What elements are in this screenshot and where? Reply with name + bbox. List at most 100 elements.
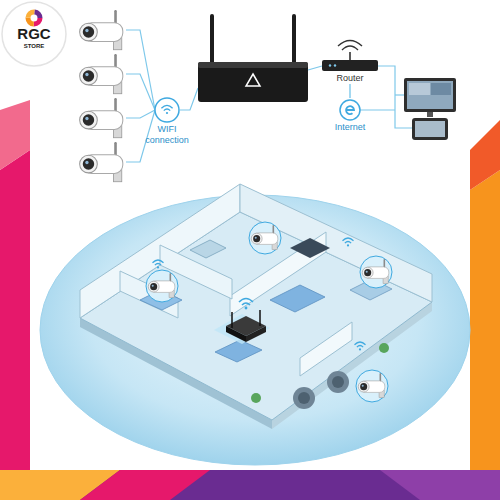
store-logo-part <box>28 12 40 24</box>
monitor-and-tablet-part <box>431 83 451 95</box>
background-bands-part <box>470 170 500 470</box>
network-wires-part <box>395 94 404 95</box>
house-illustration-part <box>251 393 261 403</box>
monitor-and-tablet-part <box>415 121 445 137</box>
house-illustration <box>40 184 470 465</box>
internet-icon <box>340 100 360 120</box>
house-illustration-part <box>246 326 266 342</box>
camera-column <box>80 11 123 181</box>
house-illustration-part <box>226 326 246 342</box>
monitor-and-tablet <box>404 78 456 140</box>
background-bands-part <box>0 100 30 170</box>
router-node: Router <box>336 40 363 84</box>
house-illustration-part <box>190 240 226 258</box>
router-icon-part <box>338 41 362 47</box>
router-icon <box>322 41 378 72</box>
house-illustration-part <box>290 238 330 258</box>
node-sublabel: STORE <box>17 42 50 50</box>
node-label: RGC <box>17 26 50 42</box>
house-illustration-part <box>148 274 175 298</box>
house-illustration-part <box>153 260 164 269</box>
nvr-recorder-part <box>210 14 214 64</box>
nvr-recorder-part <box>198 62 308 102</box>
node-label: WIFI connection <box>141 124 193 146</box>
router-icon-part <box>342 46 358 50</box>
network-wires-part <box>308 66 322 70</box>
camera-column-part <box>80 11 123 49</box>
store-logo <box>2 2 66 66</box>
router-icon-part <box>322 60 378 71</box>
background-bands-part <box>0 470 500 500</box>
store-logo-part <box>28 12 40 24</box>
wifi-wires <box>126 30 198 162</box>
house-illustration-part <box>327 371 349 393</box>
house-illustration-part <box>358 374 385 398</box>
monitor-and-tablet-part <box>412 118 448 140</box>
house-illustration-part <box>362 260 389 284</box>
house-illustration-part <box>251 226 278 250</box>
house-illustration-part <box>259 310 261 326</box>
network-wires <box>308 66 412 128</box>
nvr-recorder <box>198 14 308 102</box>
internet-icon-part <box>340 100 360 120</box>
router-icon-part <box>349 52 351 60</box>
store-logo-part <box>32 16 37 21</box>
network-wires-part <box>360 109 395 110</box>
background-bands-part <box>0 150 30 470</box>
house-illustration-part <box>332 376 344 388</box>
house-illustration-part <box>356 370 388 402</box>
monitor-and-tablet-part <box>409 83 430 95</box>
house-illustration-part <box>214 314 270 344</box>
camera-column-part <box>80 143 123 181</box>
store-logo-badge: RGCSTORE <box>17 26 50 50</box>
camera-column-part <box>80 55 123 93</box>
background-bands-part <box>80 470 210 500</box>
house-illustration-part <box>298 392 310 404</box>
house-illustration-part <box>80 212 432 420</box>
background-bands-part <box>380 470 500 500</box>
house-illustration-part <box>249 222 281 254</box>
nvr-recorder-part <box>246 74 260 86</box>
monitor-and-tablet-part <box>427 112 433 117</box>
house-illustration-part <box>146 270 178 302</box>
router-icon-part <box>329 64 331 66</box>
house-illustration-part <box>360 256 392 288</box>
monitor-and-tablet-part <box>404 78 456 112</box>
wifi-icon-part <box>155 98 179 122</box>
house-illustration-part <box>120 271 178 318</box>
nvr-recorder-part <box>292 14 296 64</box>
network-link <box>349 84 350 98</box>
wifi-wires-part <box>126 74 155 110</box>
house-illustration-part <box>355 342 366 351</box>
monitor-and-tablet-part <box>407 81 453 109</box>
internet-node: Internet <box>335 98 366 133</box>
house-illustration-part <box>215 340 262 362</box>
background-bands-part <box>470 120 500 190</box>
wifi-wires-part <box>180 88 198 110</box>
house-illustration-part <box>293 387 315 409</box>
nvr-recorder-part <box>198 62 308 68</box>
store-logo-part <box>28 12 40 24</box>
house-illustration-part <box>231 312 233 328</box>
node-label: Router <box>336 73 363 84</box>
wifi-connection-node: WIFI connection <box>141 124 193 146</box>
house-illustration-part <box>40 195 470 465</box>
store-logo-part <box>2 2 66 66</box>
house-illustration-part <box>80 184 240 318</box>
store-logo-part <box>28 12 40 24</box>
house-illustration-part <box>270 285 325 312</box>
house-illustration-part <box>239 299 253 310</box>
router-icon-part <box>334 64 336 66</box>
node-label: Internet <box>335 122 366 133</box>
background-bands-part <box>30 0 470 470</box>
house-illustration-part <box>343 238 354 247</box>
wifi-wires-part <box>126 30 155 110</box>
internet-icon-part <box>346 106 354 114</box>
house-illustration-part <box>300 322 352 376</box>
camera-column-part <box>80 99 123 137</box>
